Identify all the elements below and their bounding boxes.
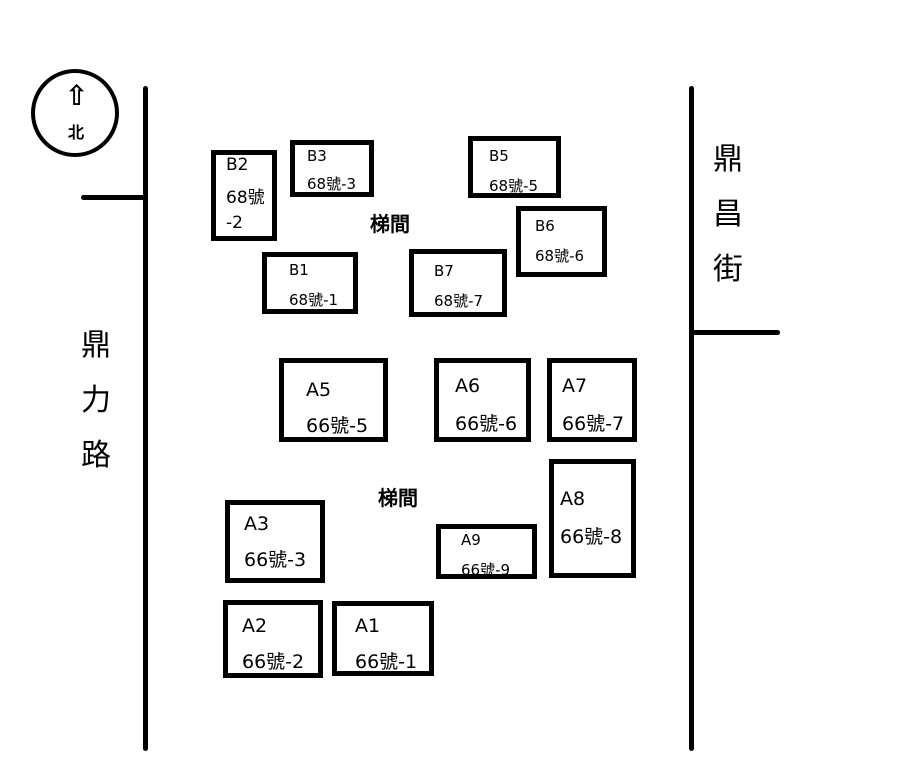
unit-A8: A8 66號-8 — [549, 459, 636, 578]
road-char: 路 — [81, 438, 111, 473]
unit-B3: B3 68號-3 — [290, 140, 374, 197]
unit-address: 66號-1 — [355, 651, 418, 673]
unit-code: A1 — [355, 615, 381, 637]
stairwell-label: 梯間 — [378, 486, 418, 510]
unit-code: B7 — [434, 262, 454, 280]
road-char: 鼎 — [81, 328, 111, 363]
unit-code: A3 — [244, 513, 270, 535]
unit-address: 68號-1 — [289, 291, 339, 309]
unit-A1: A1 66號-1 — [332, 601, 434, 676]
unit-B5: B5 68號-5 — [468, 136, 561, 198]
unit-address: 66號-5 — [306, 415, 369, 437]
unit-code: A5 — [306, 379, 332, 401]
right-branch-line — [689, 330, 780, 335]
unit-address: 68號-7 — [434, 292, 484, 310]
road-char: 昌 — [713, 197, 743, 232]
unit-address: 66號-8 — [560, 526, 623, 548]
north-label: 北 — [68, 123, 85, 142]
unit-code: B1 — [289, 261, 309, 279]
right-road-line — [689, 86, 694, 751]
unit-address: 66號-3 — [244, 549, 307, 571]
unit-A2: A2 66號-2 — [223, 600, 323, 678]
road-label-dingchang: 鼎 昌 街 — [708, 132, 748, 297]
unit-code: A2 — [242, 615, 268, 637]
unit-A6: A6 66號-6 — [434, 358, 531, 442]
unit-address: 68號-5 — [489, 177, 539, 195]
unit-B6: B6 68號-6 — [516, 206, 607, 277]
unit-B2: B2 68號 -2 — [211, 150, 277, 241]
unit-address: 68號-3 — [307, 175, 357, 193]
unit-A9: A9 66號-9 — [436, 524, 537, 579]
left-road-line — [143, 86, 148, 751]
road-char: 鼎 — [713, 142, 743, 177]
unit-B1: B1 68號-1 — [262, 252, 358, 314]
unit-code: A6 — [455, 375, 481, 397]
road-char: 力 — [81, 383, 111, 418]
unit-address: 68號 — [226, 188, 265, 208]
unit-A7: A7 66號-7 — [547, 358, 637, 442]
road-label-dingli: 鼎 力 路 — [76, 318, 116, 483]
unit-address: 66號-9 — [461, 561, 511, 579]
north-compass: ⇧ 北 — [31, 69, 119, 157]
unit-address: 66號-7 — [562, 413, 625, 435]
unit-A3: A3 66號-3 — [225, 500, 325, 583]
up-arrow-icon: ⇧ — [65, 79, 89, 112]
unit-code: B2 — [226, 155, 249, 175]
left-branch-line — [81, 195, 147, 200]
unit-address: 66號-2 — [242, 651, 305, 673]
unit-address: 68號-6 — [535, 247, 585, 265]
unit-A5: A5 66號-5 — [279, 358, 388, 442]
road-char: 街 — [713, 252, 743, 287]
unit-address: -2 — [226, 213, 243, 233]
unit-code: A7 — [562, 375, 588, 397]
stairwell-label: 梯間 — [370, 212, 410, 236]
unit-code: B5 — [489, 147, 509, 165]
unit-B7: B7 68號-7 — [409, 249, 507, 317]
unit-code: B3 — [307, 147, 327, 165]
unit-code: B6 — [535, 217, 555, 235]
unit-code: A9 — [461, 531, 481, 549]
unit-code: A8 — [560, 488, 586, 510]
unit-address: 66號-6 — [455, 413, 518, 435]
